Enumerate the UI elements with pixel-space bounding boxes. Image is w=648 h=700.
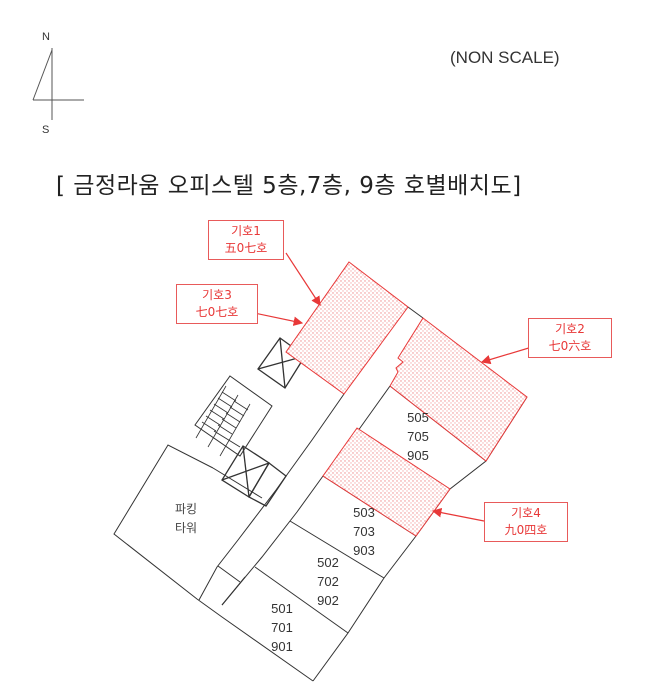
legend-1-symbol: 기호1 — [231, 224, 261, 238]
legend-4-unit: 九0四호 — [504, 523, 548, 537]
unit-number: 901 — [271, 639, 293, 654]
parking-tower-label: 파킹 타워 — [166, 500, 206, 538]
highlight-room-1 — [285, 261, 409, 395]
legend-box-4: 기호4 九0四호 — [484, 502, 568, 542]
unit-number: 502 — [317, 555, 339, 570]
highlight-room-4 — [322, 427, 451, 537]
unit-number: 902 — [317, 593, 339, 608]
unit-number: 703 — [353, 524, 375, 539]
unit-number: 501 — [271, 601, 293, 616]
legend-1-unit: 五0七호 — [224, 241, 268, 255]
legend-3-unit: 七0七호 — [195, 305, 239, 319]
legend-4-symbol: 기호4 — [511, 506, 541, 520]
compass-south-label: S — [42, 124, 50, 136]
elevator-icon — [221, 445, 287, 507]
unit-501: 501 701 901 — [264, 599, 300, 656]
room-label-line: 파킹 — [174, 502, 198, 516]
unit-number: 701 — [271, 620, 293, 635]
unit-number: 705 — [407, 429, 429, 444]
legend-3-symbol: 기호3 — [202, 288, 232, 302]
unit-number: 903 — [353, 543, 375, 558]
legend-2-unit: 七0六호 — [548, 339, 592, 353]
unit-number: 503 — [353, 505, 375, 520]
unit-503: 503 703 903 — [346, 503, 382, 560]
unit-number: 905 — [407, 448, 429, 463]
unit-number: 505 — [407, 410, 429, 425]
room-label-line: 타워 — [174, 521, 198, 535]
compass-north-label: N — [42, 31, 50, 43]
legend-2-symbol: 기호2 — [555, 322, 585, 336]
unit-505: 505 705 905 — [400, 408, 436, 465]
unit-number: 702 — [317, 574, 339, 589]
stairs-icon — [195, 385, 251, 457]
legend-box-2: 기호2 七0六호 — [528, 318, 612, 358]
compass-icon — [32, 48, 84, 120]
unit-502: 502 702 902 — [310, 553, 346, 610]
scale-note: (NON SCALE) — [450, 48, 560, 67]
legend-box-3: 기호3 七0七호 — [176, 284, 258, 324]
highlight-room-2 — [389, 317, 528, 462]
page-title: [ 금정라움 오피스텔 5층,7층, 9층 호별배치도] — [56, 173, 522, 199]
legend-box-1: 기호1 五0七호 — [208, 220, 284, 260]
